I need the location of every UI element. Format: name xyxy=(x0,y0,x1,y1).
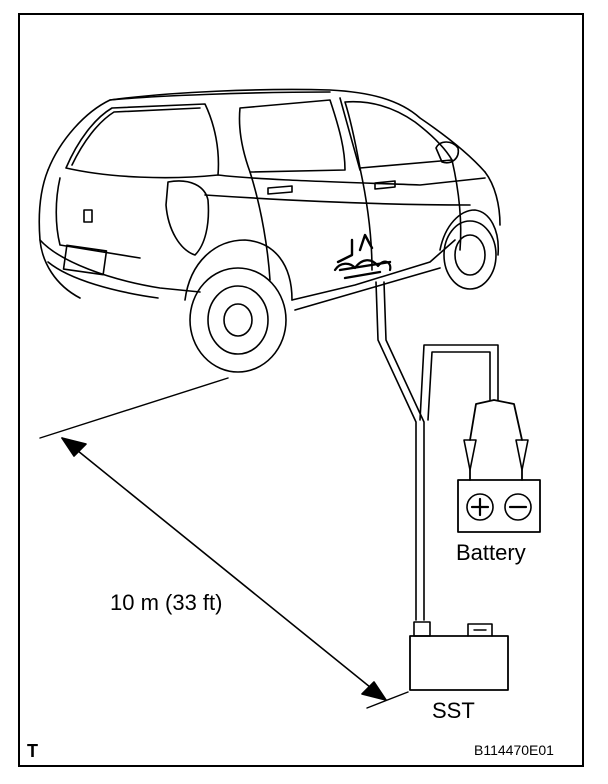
dimension-arrow-icon xyxy=(39,377,409,709)
battery-icon xyxy=(457,479,541,533)
battery-label: Battery xyxy=(456,540,526,565)
figure-code: B114470E01 xyxy=(474,742,554,758)
figure-frame xyxy=(18,13,584,767)
connection-wires xyxy=(375,281,529,621)
sst-tester-icon xyxy=(409,621,509,691)
vehicle-drawing xyxy=(38,88,501,373)
sst-label: SST xyxy=(432,698,475,723)
corner-mark: T xyxy=(27,741,38,761)
plus-terminal-icon xyxy=(466,493,494,521)
distance-label: 10 m (33 ft) xyxy=(110,590,223,615)
minus-terminal-icon xyxy=(504,493,532,521)
